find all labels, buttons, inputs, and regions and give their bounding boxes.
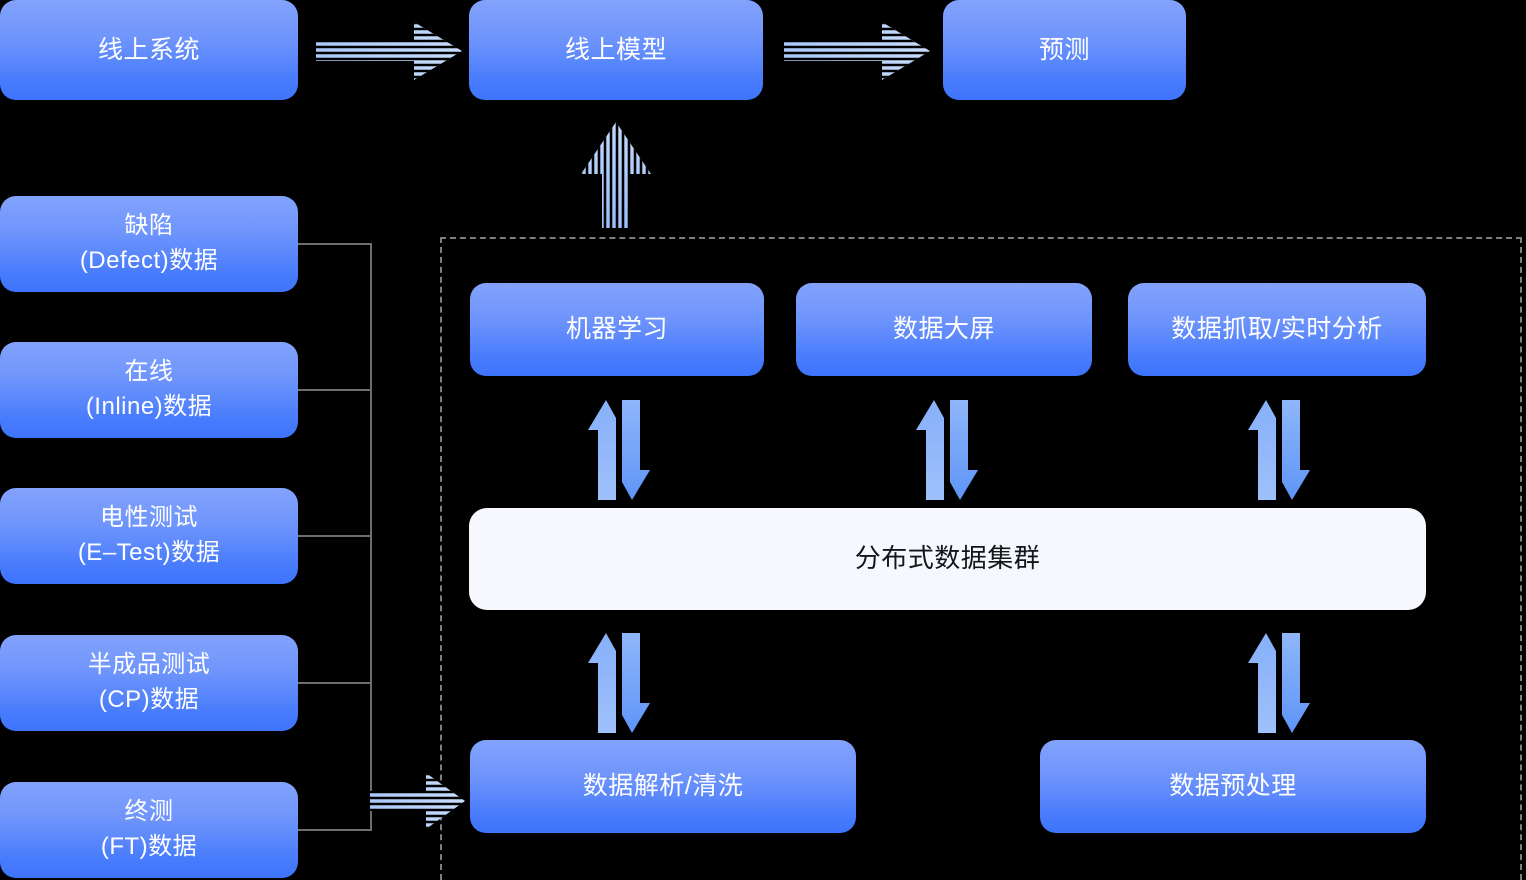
node-data-source-etest-line1: 电性测试 (100, 504, 198, 532)
bracket-stub-etest (298, 535, 372, 537)
node-data-parse-clean[interactable]: 数据解析/清洗 (470, 740, 856, 833)
bidirectional-arrow-icon (916, 400, 978, 500)
node-data-source-defect-line2: (Defect)数据 (79, 247, 219, 274)
bracket-stub-cp (298, 682, 372, 684)
node-data-preprocess[interactable]: 数据预处理 (1040, 740, 1426, 833)
bracket-stub-ft (298, 829, 372, 831)
node-data-source-inline-line2: (Inline)数据 (85, 393, 213, 420)
bracket-spine (370, 243, 372, 831)
node-data-source-cp-line2: (CP)数据 (98, 686, 200, 713)
node-machine-learning-label: 机器学习 (565, 315, 668, 344)
node-online-model[interactable]: 线上模型 (469, 0, 763, 100)
node-data-source-ft[interactable]: 终测 (FT)数据 (0, 782, 298, 878)
bracket-stub-inline (298, 389, 372, 391)
bidirectional-arrow-icon (1248, 633, 1310, 733)
node-data-source-ft-line1: 终测 (124, 798, 174, 826)
node-online-system[interactable]: 线上系统 (0, 0, 298, 100)
striped-arrow-right-icon (370, 773, 465, 829)
node-data-source-ft-line2: (FT)数据 (100, 833, 198, 860)
node-online-system-label: 线上系统 (97, 35, 200, 64)
node-data-source-etest-line2: (E–Test)数据 (77, 539, 221, 566)
node-data-source-inline-line1: 在线 (124, 358, 174, 386)
bidirectional-arrow-icon (588, 400, 650, 500)
node-distributed-cluster-label: 分布式数据集群 (854, 543, 1041, 574)
striped-arrow-right-icon (316, 22, 462, 80)
node-data-dashboard[interactable]: 数据大屏 (796, 283, 1092, 376)
bidirectional-arrow-icon (1248, 400, 1310, 500)
node-data-source-defect[interactable]: 缺陷 (Defect)数据 (0, 196, 298, 292)
node-online-model-label: 线上模型 (564, 35, 667, 64)
node-distributed-cluster[interactable]: 分布式数据集群 (469, 508, 1426, 610)
node-data-source-etest[interactable]: 电性测试 (E–Test)数据 (0, 488, 298, 584)
bracket-stub-defect (298, 243, 372, 245)
node-data-fetch-realtime-label: 数据抓取/实时分析 (1171, 315, 1383, 344)
node-prediction[interactable]: 预测 (943, 0, 1186, 100)
node-data-source-inline[interactable]: 在线 (Inline)数据 (0, 342, 298, 438)
node-data-fetch-realtime[interactable]: 数据抓取/实时分析 (1128, 283, 1426, 376)
node-data-preprocess-label: 数据预处理 (1169, 772, 1297, 801)
node-data-dashboard-label: 数据大屏 (892, 315, 995, 344)
node-data-source-defect-line1: 缺陷 (124, 212, 174, 240)
node-data-source-cp[interactable]: 半成品测试 (CP)数据 (0, 635, 298, 731)
striped-arrow-right-icon (784, 22, 930, 80)
node-data-parse-clean-label: 数据解析/清洗 (582, 772, 744, 801)
striped-arrow-up-icon (581, 122, 651, 228)
node-data-source-cp-line1: 半成品测试 (87, 651, 211, 679)
node-prediction-label: 预测 (1038, 35, 1090, 64)
bidirectional-arrow-icon (588, 633, 650, 733)
node-machine-learning[interactable]: 机器学习 (470, 283, 764, 376)
